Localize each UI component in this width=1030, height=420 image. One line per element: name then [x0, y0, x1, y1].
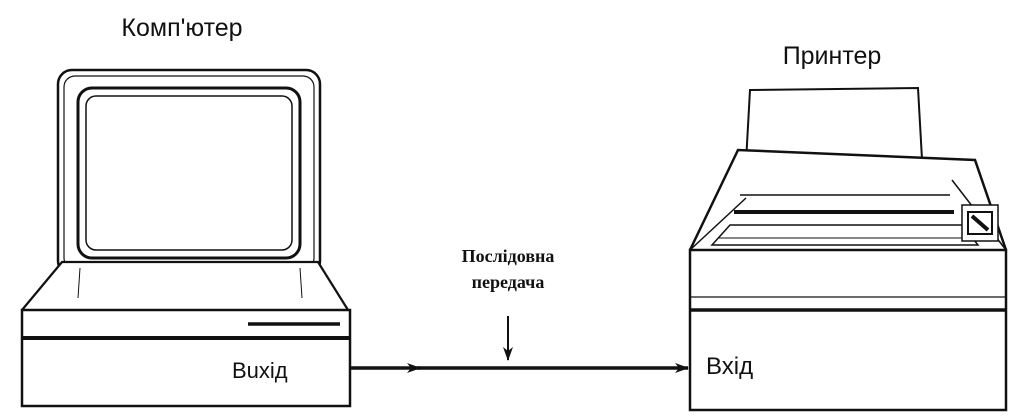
transmission-label-line1: Послідовна — [462, 246, 555, 266]
computer-output-label: Вuхід — [232, 358, 288, 383]
printer-title: Принтер — [783, 42, 882, 70]
printer-top — [688, 148, 1008, 251]
computer: Комп'ютер Вuхід — [20, 14, 352, 408]
transmission-label-line2: передача — [472, 272, 545, 292]
printer-body — [688, 248, 1008, 412]
computer-base — [20, 260, 352, 408]
printer-input-label: Вхід — [706, 353, 753, 380]
serial-connection: Послідовна передача — [350, 246, 689, 373]
printer: Принтер Вхід — [688, 42, 1008, 412]
computer-title: Комп'ютер — [121, 14, 242, 42]
computer-monitor — [56, 68, 322, 295]
